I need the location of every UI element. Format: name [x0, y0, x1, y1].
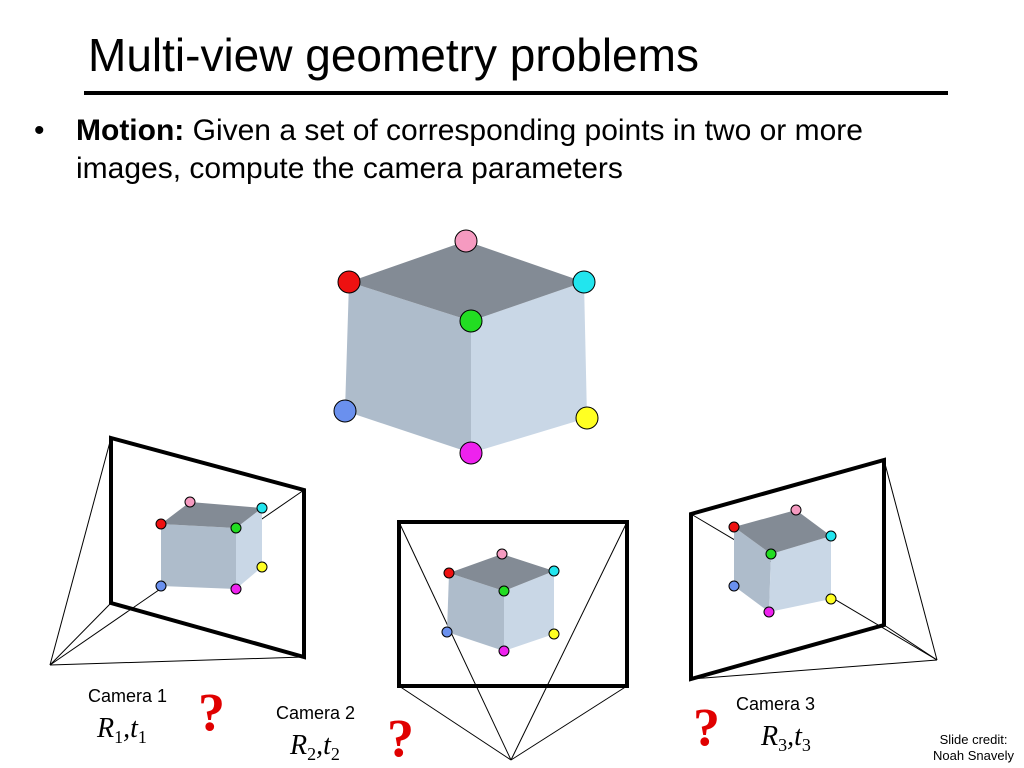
camera-2-label: Camera 2	[276, 703, 355, 723]
point-yellow	[256, 561, 268, 573]
point-yellow	[548, 628, 560, 640]
point-magenta	[498, 645, 510, 657]
camera-2-cube-top-face	[449, 554, 554, 591]
point-cyan	[825, 530, 837, 542]
camera-2-view	[397, 520, 629, 761]
slide-title: Multi-view geometry problems	[88, 29, 699, 81]
camera-1-view	[49, 435, 306, 666]
point-yellow	[575, 406, 599, 430]
camera-3-cube-right-face	[769, 536, 831, 612]
bullet-marker: •	[34, 114, 45, 147]
point-cyan	[548, 565, 560, 577]
credit-line-2: Noah Snavely	[933, 748, 1014, 763]
point-pink	[454, 229, 478, 253]
camera-2-image-plane	[397, 520, 629, 688]
camera-2-ray	[398, 685, 512, 761]
point-blue	[728, 580, 740, 592]
point-magenta	[230, 583, 242, 595]
camera-3-ray	[690, 659, 938, 680]
point-magenta	[763, 606, 775, 618]
camera-1-cube-right-face	[236, 508, 262, 589]
slide-credit: Slide credit: Noah Snavely	[933, 732, 1014, 764]
title-underline	[84, 91, 948, 95]
point-pink	[184, 496, 196, 508]
camera-3-cube-top-face	[734, 510, 831, 554]
bullet-body: Given a set of corresponding points in t…	[76, 114, 863, 185]
camera-1-ray	[49, 437, 112, 666]
bullet-text: Motion: Given a set of corresponding poi…	[76, 112, 956, 188]
point-red	[443, 567, 455, 579]
main-cube	[333, 229, 599, 465]
camera-3-ray	[883, 624, 938, 661]
camera-1-cube-top-face	[161, 502, 262, 528]
point-blue	[333, 399, 357, 423]
point-blue	[155, 580, 167, 592]
point-red	[337, 270, 361, 294]
camera-2-cube-right-face	[504, 571, 554, 651]
camera-2-params: R2,t2	[289, 730, 340, 764]
point-red	[155, 518, 167, 530]
bullet-bold-label: Motion:	[76, 114, 185, 147]
camera-1-params: R1,t1	[96, 713, 147, 747]
credit-line-1: Slide credit:	[939, 732, 1008, 747]
camera-2-unknown-mark: ?	[387, 708, 414, 768]
camera-2-cube-left-face	[447, 573, 504, 651]
point-green	[459, 309, 483, 333]
point-green	[765, 548, 777, 560]
point-yellow	[825, 593, 837, 605]
main-cube-left-face	[345, 282, 471, 453]
main-cube-right-face	[471, 282, 587, 453]
point-green	[230, 522, 242, 534]
point-red	[728, 521, 740, 533]
point-blue	[441, 626, 453, 638]
camera-1-unknown-mark: ?	[198, 682, 225, 742]
camera-1-ray	[49, 602, 112, 666]
camera-3-ray	[883, 459, 938, 661]
camera-1-ray	[49, 656, 305, 666]
camera-3-label: Camera 3	[736, 694, 815, 714]
camera-2-ray	[510, 521, 628, 761]
main-cube-top-face	[349, 241, 584, 321]
camera-3-params: R3,t3	[760, 721, 811, 755]
point-cyan	[572, 270, 596, 294]
camera-3-unknown-mark: ?	[693, 697, 720, 757]
point-pink	[496, 548, 508, 560]
camera-1-label: Camera 1	[88, 686, 167, 706]
camera-2-ray	[510, 685, 628, 761]
camera-2-ray	[398, 521, 512, 761]
point-cyan	[256, 502, 268, 514]
point-magenta	[459, 441, 483, 465]
camera-3-view	[689, 457, 938, 682]
camera-3-cube-left-face	[734, 527, 771, 612]
point-green	[498, 585, 510, 597]
camera-1-cube-left-face	[161, 524, 236, 589]
point-pink	[790, 504, 802, 516]
